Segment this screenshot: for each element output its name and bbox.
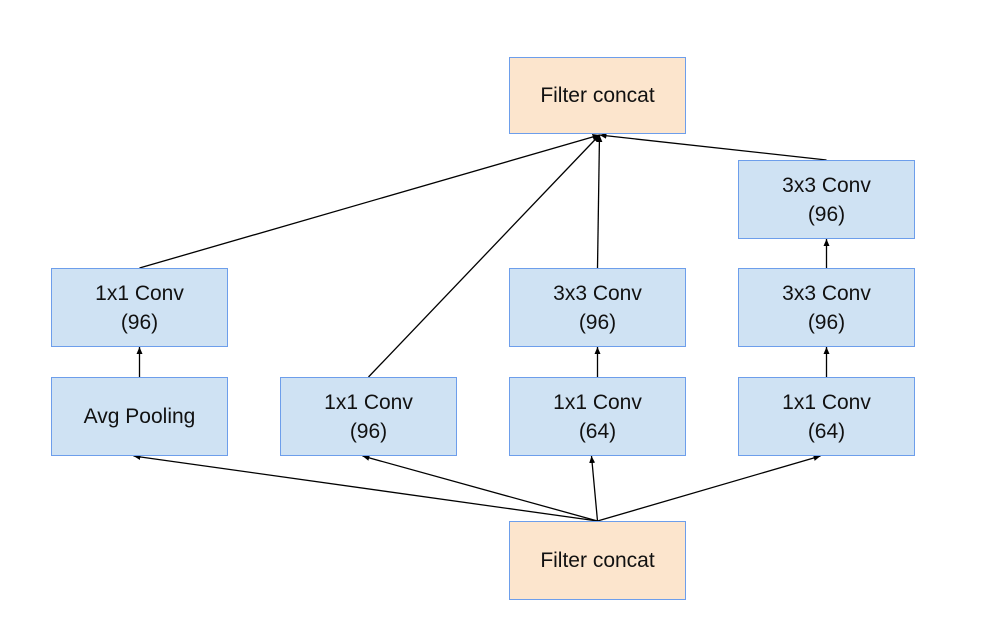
node-label: Filter concat: [540, 549, 655, 572]
branch4-conv3x3-first: 3x3 Conv (96): [738, 268, 915, 347]
branch2-conv1x1: 1x1 Conv (96): [280, 377, 457, 456]
node-filters: (96): [349, 419, 388, 443]
node-label: 3x3 Conv: [553, 281, 642, 305]
node-label: 1x1 Conv: [95, 281, 184, 305]
arrow-b3_conv2-to-top_concat: [596, 134, 603, 269]
node-label: 1x1 Conv: [782, 390, 871, 414]
branch3-conv3x3: 3x3 Conv (96): [509, 268, 686, 347]
arrow-bottom_concat-to-b2_conv: [362, 454, 598, 522]
node-filters: (96): [807, 202, 846, 226]
branch1-conv1x1: 1x1 Conv (96): [51, 268, 228, 347]
node-filters: (96): [807, 310, 846, 334]
branch1-avg-pooling: Avg Pooling: [51, 377, 228, 456]
node-filters: (96): [120, 310, 159, 334]
node-label: 1x1 Conv: [553, 390, 642, 414]
arrow-b2_conv-to-top_concat: [368, 134, 600, 378]
filter-concat-top: Filter concat: [509, 57, 686, 134]
arrow-bottom_concat-to-b3_conv1: [589, 455, 599, 522]
arrow-b4_conv3-to-top_concat: [599, 132, 827, 161]
node-label: Filter concat: [540, 84, 655, 107]
node-label: 3x3 Conv: [782, 281, 871, 305]
filter-concat-bottom: Filter concat: [509, 521, 686, 600]
node-filters: (96): [578, 310, 617, 334]
branch4-conv3x3-second: 3x3 Conv (96): [738, 160, 915, 239]
arrow-bottom_concat-to-b4_conv1: [597, 455, 821, 522]
node-label: Avg Pooling: [83, 405, 196, 428]
branch4-conv1x1: 1x1 Conv (64): [738, 377, 915, 456]
arrow-b1_conv-to-top_concat: [139, 134, 600, 269]
branch3-conv1x1: 1x1 Conv (64): [509, 377, 686, 456]
node-label: 1x1 Conv: [324, 390, 413, 414]
node-filters: (64): [807, 419, 846, 443]
arrow-bottom_concat-to-b1_avgpool: [133, 454, 598, 522]
node-filters: (64): [578, 419, 617, 443]
node-label: 3x3 Conv: [782, 173, 871, 197]
